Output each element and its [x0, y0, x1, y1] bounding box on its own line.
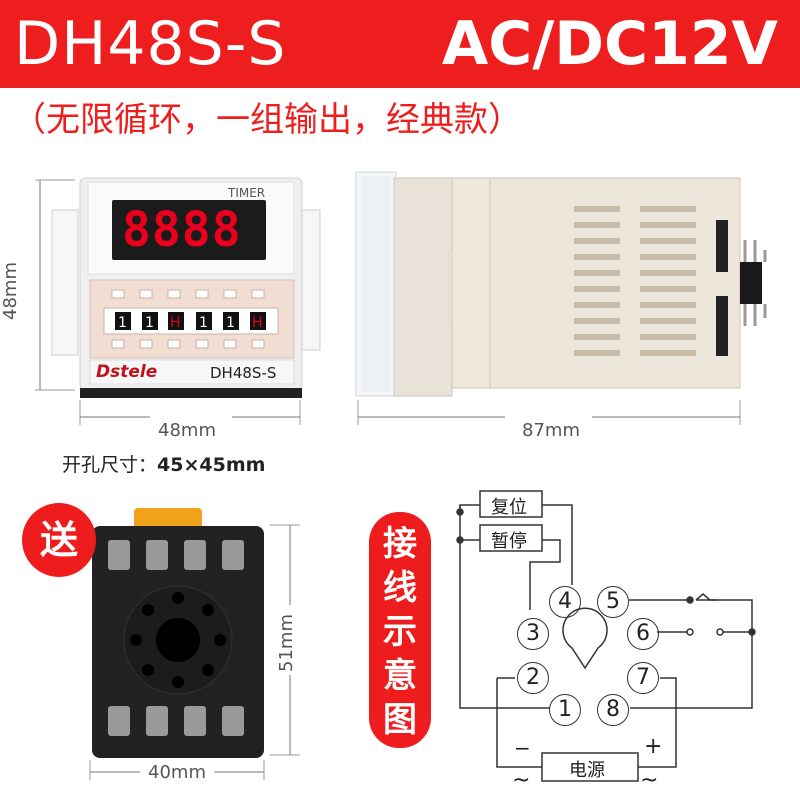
minus-sign: −	[514, 736, 531, 760]
svg-text:H: H	[170, 315, 181, 331]
display-digits: 8888	[122, 202, 242, 258]
cutout-size: 开孔尺寸：45×45mm	[62, 450, 265, 477]
voltage-title: AC/DC12V	[441, 9, 778, 79]
pin-7: 7	[627, 662, 659, 694]
panel-model-label: DH48S-S	[210, 364, 277, 382]
plus-sign: +	[644, 734, 663, 759]
pin-4: 4	[549, 586, 581, 618]
pause-label: 暂停	[491, 531, 527, 552]
svg-text:1: 1	[226, 315, 235, 331]
pin-2: 2	[517, 662, 549, 694]
svg-text:1: 1	[145, 315, 154, 331]
model-title: DH48S-S	[14, 9, 287, 79]
pin-6: 6	[627, 618, 659, 650]
header-banner: DH48S-S AC/DC12V	[0, 0, 800, 88]
cutout-label: 开孔尺寸：	[62, 454, 158, 476]
wiring-title-char-3: 示	[383, 612, 417, 652]
wiring-diagram	[456, 490, 756, 782]
brand-logo: Dstele	[96, 362, 158, 382]
wiring-title-tag: 接 线 示 意 图	[369, 512, 431, 748]
pin-3: 3	[517, 618, 549, 650]
wiring-title-char-5: 图	[383, 700, 417, 740]
power-label: 电源	[569, 760, 605, 781]
socket-width-label: 40mm	[148, 762, 206, 783]
front-height-label: 48mm	[0, 262, 21, 320]
cutout-value: 45×45mm	[157, 454, 266, 476]
ac-right-sign: ~	[640, 768, 659, 793]
pin-5: 5	[597, 586, 629, 618]
socket-base	[89, 508, 300, 780]
side-length-label: 87mm	[522, 420, 580, 441]
svg-text:1: 1	[199, 315, 208, 331]
svg-text:1: 1	[118, 315, 127, 331]
front-view: 1 1 H 1 1 H	[35, 177, 321, 425]
wiring-title-char-2: 线	[383, 568, 417, 608]
socket-height-label: 51mm	[276, 614, 297, 672]
subtitle: （无限循环，一组输出，经典款）	[12, 100, 522, 140]
reset-label: 复位	[491, 497, 527, 518]
wiring-title-char-1: 接	[383, 524, 417, 564]
pin-1: 1	[549, 694, 581, 726]
ac-left-sign: ~	[512, 768, 531, 793]
wiring-title-char-4: 意	[383, 656, 417, 696]
gift-badge: 送	[22, 503, 96, 577]
front-panel-label: TIMER	[228, 186, 266, 200]
side-view	[355, 171, 767, 425]
svg-text:H: H	[252, 315, 263, 331]
front-width-label: 48mm	[158, 420, 216, 441]
pin-8: 8	[597, 694, 629, 726]
